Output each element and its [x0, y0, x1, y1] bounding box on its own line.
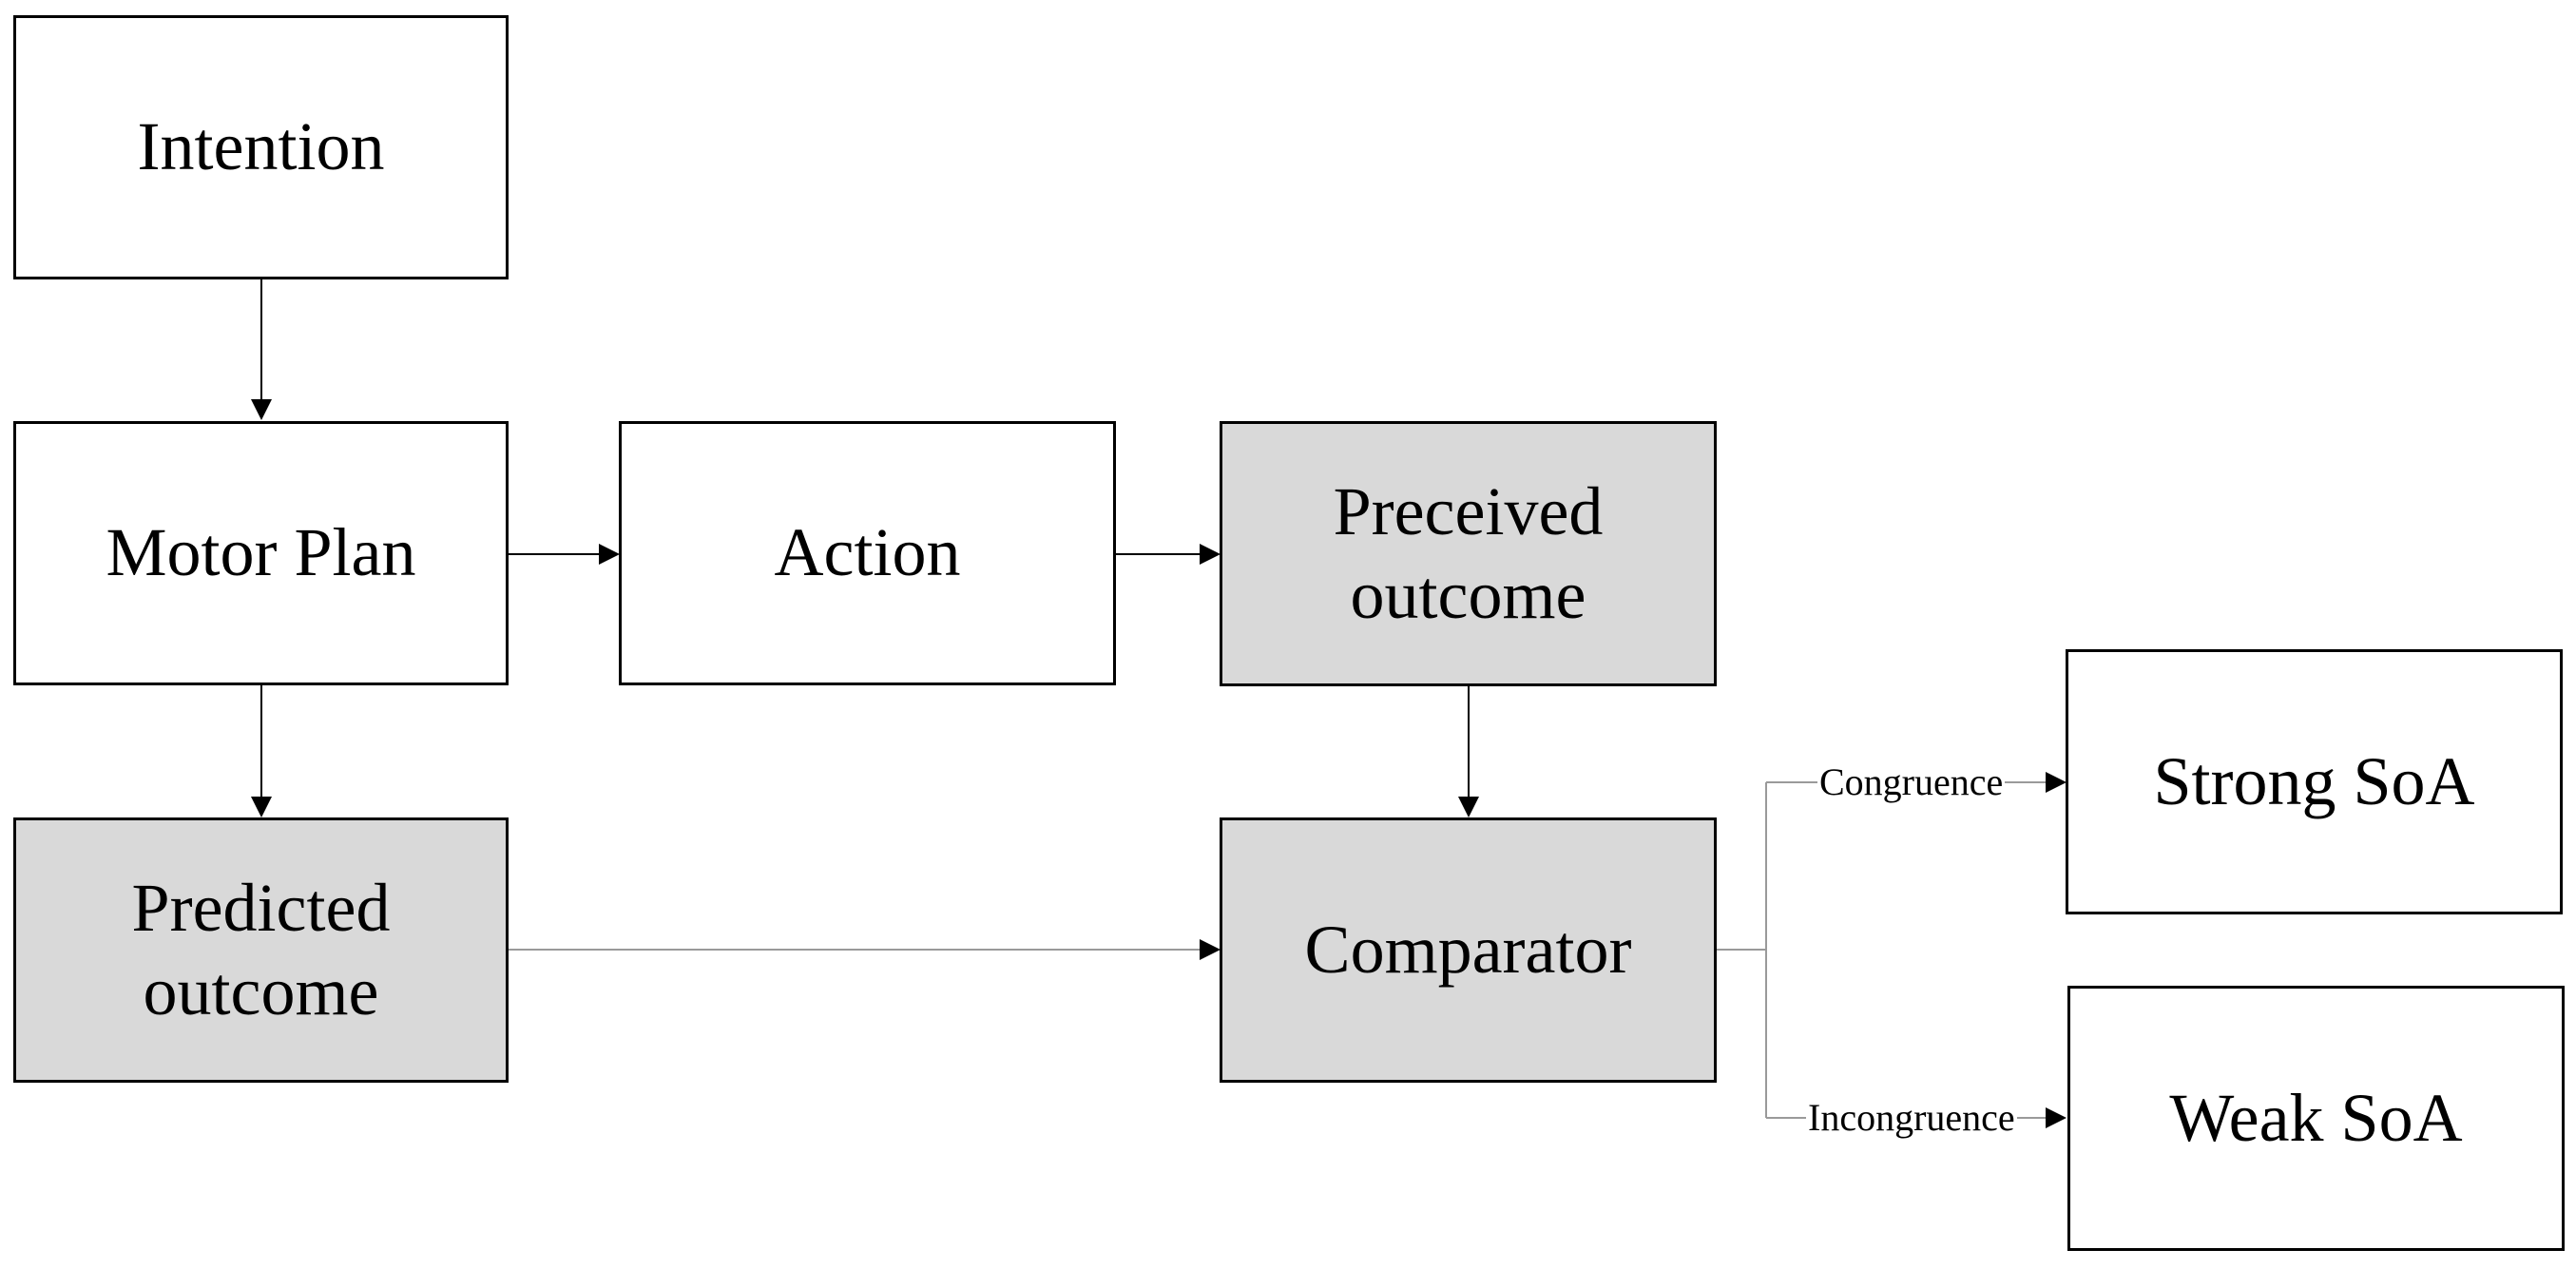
weak-soa-box: Weak SoA: [2067, 986, 2565, 1251]
comparator-label: Comparator: [1304, 911, 1632, 988]
action-box: Action: [619, 421, 1116, 685]
comparator-box: Comparator: [1220, 817, 1717, 1083]
motor-plan-label: Motor Plan: [106, 514, 416, 591]
strong-soa-label: Strong SoA: [2153, 742, 2475, 819]
predicted-outcome-box: Predicted outcome: [13, 817, 509, 1083]
action-label: Action: [774, 514, 961, 591]
strong-soa-box: Strong SoA: [2066, 649, 2563, 914]
perceived-outcome-box: Preceived outcome: [1220, 421, 1717, 686]
congruence-label: Congruence: [1817, 760, 2006, 803]
incongruence-label: Incongruence: [1806, 1096, 2017, 1139]
motor-plan-box: Motor Plan: [13, 421, 509, 685]
weak-soa-label: Weak SoA: [2169, 1079, 2463, 1156]
perceived-outcome-label: Preceived outcome: [1333, 472, 1604, 633]
intention-label: Intention: [137, 108, 385, 185]
predicted-outcome-label: Predicted outcome: [131, 869, 391, 1029]
intention-box: Intention: [13, 15, 509, 279]
